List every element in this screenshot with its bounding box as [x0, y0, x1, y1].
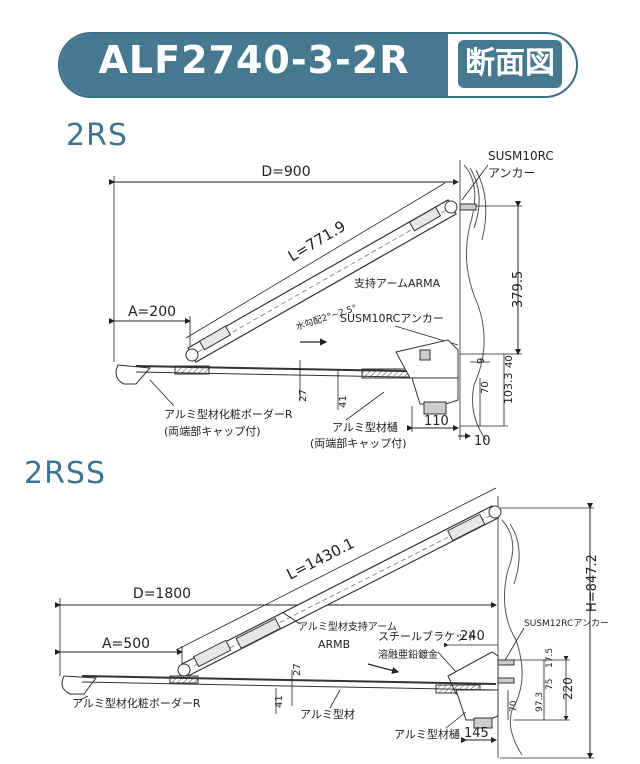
- dim-a-2rss: A=500: [102, 636, 150, 652]
- title-banner: ALF2740-3-2R 断面図: [58, 32, 578, 98]
- dim-70-2rs: 70: [480, 381, 491, 394]
- banner-model-bg: [60, 34, 448, 96]
- anchor-mid-2rs: SUSM10RCアンカー: [340, 312, 444, 325]
- gutter-2rs: [411, 377, 459, 415]
- dim-97-2rss: 97.3: [535, 692, 545, 712]
- dim-40-2rs: 40: [504, 355, 515, 368]
- roof-panel-2rs: [115, 364, 459, 385]
- section-title-2rs: 2RS: [66, 118, 128, 153]
- bracket-label-2rss-line2: 溶融亜鉛鍍金: [378, 648, 438, 661]
- dim-70-2rss: 70: [509, 700, 519, 712]
- dim-41-2rss: 41: [274, 695, 285, 708]
- wall-2rs: [459, 160, 487, 441]
- bracket-2rs: [395, 339, 459, 379]
- dim-d-2rs: D=900: [261, 164, 310, 180]
- bracket-label-2rss-line1: スチールブラケット: [378, 629, 477, 643]
- gutter-label-2rs-line1: アルミ型材樋: [332, 420, 398, 434]
- dim-10-2rs: 10: [474, 434, 491, 449]
- dim-1033-2rs: 103.3: [502, 373, 515, 405]
- border-label-2rs-line1: アルミ型材化粧ボーダーR: [164, 407, 293, 421]
- anchor-bolt-top-2rs: [459, 203, 477, 211]
- dim-145-2rss: 145: [464, 726, 489, 741]
- anchor-top-2rs-line1: SUSM10RC: [488, 149, 554, 163]
- diagram-2rss: L=1430.1 D=1800 A=500 アルミ型材支持アーム ARMB スチ…: [55, 487, 609, 759]
- diagram-2rs: D=900 A=200 L=771.9 支持アームARMA 水勾配2°~2.5°…: [109, 149, 554, 450]
- section-title-2rss: 2RSS: [24, 456, 107, 491]
- section-view-tag: 断面図: [458, 40, 562, 88]
- dim-9-2rs: 9: [476, 358, 487, 364]
- dim-l-2rss: L=1430.1: [284, 534, 358, 583]
- wall-2rss: [497, 496, 523, 758]
- arm-label-2rs: 支持アームARMA: [354, 276, 441, 290]
- dim-h-2rss: H=847.2: [585, 554, 600, 612]
- gutter-2rss: [455, 689, 499, 729]
- gutter-label-2rs-line2: (両端部キャップ付): [310, 436, 407, 450]
- border-label-2rs-line2: (両端部キャップ付): [164, 424, 261, 438]
- roof-panel-2rss: [61, 675, 497, 695]
- support-arm-2rss: [177, 505, 502, 677]
- model-code: ALF2740-3-2R: [98, 38, 410, 82]
- gutter-label-2rss: アルミ型材樋: [394, 727, 460, 741]
- dim-l-2rs: L=771.9: [285, 217, 349, 265]
- anchor-label-2rss: SUSM12RCアンカー: [524, 618, 609, 629]
- dim-3795-2rs: 379.5: [511, 271, 526, 308]
- dim-175-2rss: 17.5: [545, 648, 555, 668]
- dim-240-2rss: 240: [460, 629, 485, 644]
- dim-d-2rss: D=1800: [133, 586, 191, 602]
- arm-label-2rss-line1: アルミ型材支持アーム: [298, 620, 397, 633]
- dim-27-2rs: 27: [298, 389, 309, 402]
- dim-a-2rs: A=200: [128, 304, 176, 320]
- anchor-top-2rs-line2: アンカー: [488, 166, 536, 180]
- dim-27-2rss: 27: [292, 663, 303, 676]
- dim-110-2rs: 110: [424, 414, 449, 429]
- dim-220-2rss: 220: [561, 677, 575, 700]
- support-arm-2rs: [185, 199, 458, 363]
- border-label-2rss: アルミ型材化粧ボーダーR: [72, 696, 201, 710]
- material-label-2rss: アルミ型材: [300, 707, 355, 721]
- dim-41-2rs: 41: [338, 395, 349, 408]
- dim-75-2rss: 75: [545, 679, 555, 690]
- arm-label-2rss-line2: ARMB: [318, 638, 350, 651]
